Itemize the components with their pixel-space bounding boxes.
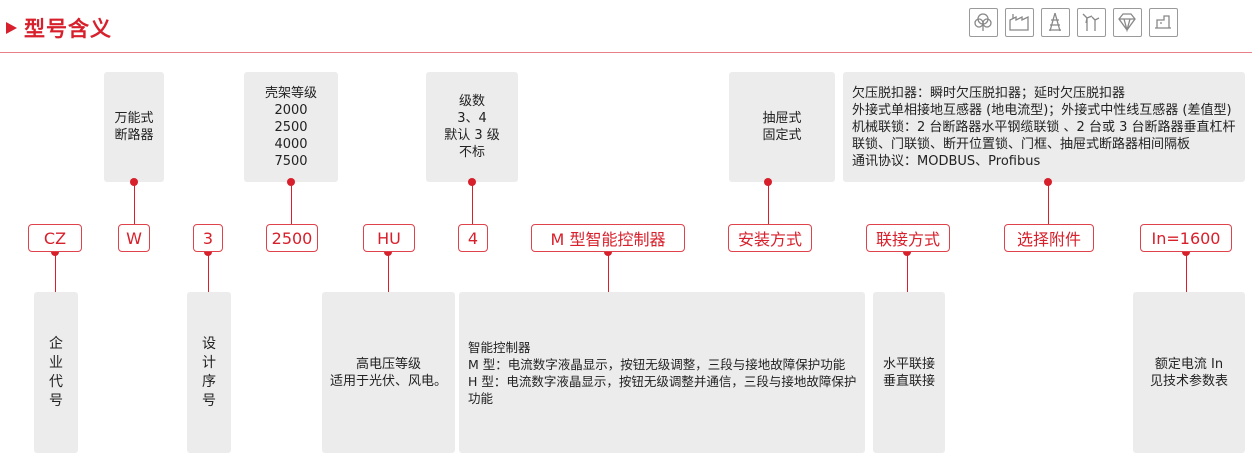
connector-dot	[604, 248, 612, 256]
connector-line	[907, 252, 908, 292]
note-line: 2000	[274, 102, 308, 118]
note-char: 企	[49, 335, 63, 352]
page-title: 型号含义	[24, 17, 112, 41]
note-char: 计	[202, 354, 216, 371]
code-connection: 联接方式	[866, 224, 950, 252]
code-type: W	[118, 224, 150, 252]
note-line: 4000	[274, 136, 308, 152]
header-arrow-icon	[6, 22, 17, 34]
connector-line	[608, 252, 609, 292]
factory-icon	[1005, 8, 1034, 37]
connector-line	[1048, 182, 1049, 224]
note-line: 适用于光伏、风电。	[329, 373, 447, 389]
connector-line	[55, 252, 56, 292]
code-design: 3	[193, 224, 223, 252]
code-frame: 2500	[266, 224, 318, 252]
note-line: 见技术参数表	[1149, 373, 1228, 389]
header-divider	[0, 52, 1252, 53]
note-line: M 型：电流数字液晶显示，按钮无级调整，三段与接地故障保护功能	[468, 356, 846, 372]
note-line: 欠压脱扣器：瞬时欠压脱扣器；延时欠压脱扣器	[852, 85, 1126, 101]
connector-dot	[204, 248, 212, 256]
note-line: 额定电流 In	[1154, 356, 1224, 372]
note-circuit-breaker-type: 万能式 断路器	[104, 72, 164, 182]
note-line: 3、4	[457, 111, 487, 126]
connector-line	[291, 182, 292, 224]
connector-line	[768, 182, 769, 224]
note-design-serial: 设 计 序 号	[187, 292, 231, 453]
wind-turbine-icon	[1077, 8, 1106, 37]
note-company-code: 企 业 代 号	[34, 292, 78, 453]
note-line: 不标	[458, 145, 485, 160]
connector-line	[134, 182, 135, 224]
code-company: CZ	[28, 224, 82, 252]
note-line: 壳架等级	[264, 85, 317, 101]
connector-line	[472, 182, 473, 224]
note-char: 业	[49, 354, 63, 371]
note-char: 序	[202, 373, 216, 390]
connector-dot	[468, 178, 476, 186]
note-char: 代	[49, 373, 63, 390]
note-char: 设	[202, 335, 216, 352]
code-install: 安装方式	[728, 224, 812, 252]
connector-dot	[903, 248, 911, 256]
note-line: 万能式	[114, 111, 154, 126]
note-line: 默认 3 级	[444, 128, 500, 143]
note-line: 通讯协议：MODBUS、Profibus	[852, 153, 1041, 169]
note-char: 号	[49, 392, 63, 409]
connector-dot	[130, 178, 138, 186]
connector-line	[208, 252, 209, 292]
note-line: 功能	[468, 390, 494, 406]
note-controller: 智能控制器 M 型：电流数字液晶显示，按钮无级调整，三段与接地故障保护功能 H …	[459, 292, 865, 453]
connector-dot	[764, 178, 772, 186]
note-line: 垂直联接	[882, 373, 935, 389]
tree-icon	[969, 8, 998, 37]
note-line: 外接式单相接地互感器 (地电流型)；外接式中性线互感器 (差值型)	[852, 102, 1232, 118]
note-accessories: 欠压脱扣器：瞬时欠压脱扣器；延时欠压脱扣器 外接式单相接地互感器 (地电流型)；…	[843, 72, 1245, 182]
note-line: H 型：电流数字液晶显示，按钮无级调整并通信，三段与接地故障保护	[468, 373, 857, 389]
note-line: 7500	[274, 153, 308, 169]
note-pole-count: 级数 3、4 默认 3 级 不标	[426, 72, 518, 182]
note-line: 固定式	[762, 128, 802, 143]
note-voltage-class: 高电压等级 适用于光伏、风电。	[322, 292, 455, 453]
note-line: 抽屉式	[762, 111, 802, 126]
note-line: 水平联接	[882, 356, 935, 372]
connector-line	[1186, 252, 1187, 292]
note-line: 2500	[274, 119, 308, 135]
note-install-method: 抽屉式 固定式	[729, 72, 835, 182]
note-connection: 水平联接 垂直联接	[873, 292, 945, 453]
note-line: 高电压等级	[355, 356, 421, 372]
code-poles: 4	[458, 224, 488, 252]
code-accessories: 选择附件	[1004, 224, 1094, 252]
note-frame-rating: 壳架等级 2000 2500 4000 7500	[244, 72, 338, 182]
note-rated-current: 额定电流 In 见技术参数表	[1133, 292, 1245, 453]
note-line: 联锁、门联锁、断开位置锁、门框、抽屉式断路器相间隔板	[852, 136, 1191, 152]
tower-icon	[1041, 8, 1070, 37]
code-voltage: HU	[363, 224, 415, 252]
code-current: In=1600	[1140, 224, 1232, 252]
connector-dot	[1182, 248, 1190, 256]
note-line: 断路器	[114, 128, 154, 143]
code-controller: M 型智能控制器	[531, 224, 685, 252]
railway-icon	[1149, 8, 1178, 37]
connector-dot	[384, 248, 392, 256]
connector-dot	[1044, 178, 1052, 186]
diamond-icon	[1113, 8, 1142, 37]
connector-dot	[51, 248, 59, 256]
note-line: 智能控制器	[468, 339, 531, 355]
note-line: 机械联锁：2 台断路器水平钢缆联锁 、2 台或 3 台断路器垂直杠杆	[852, 119, 1236, 135]
note-char: 号	[202, 392, 216, 409]
note-line: 级数	[458, 94, 485, 109]
connector-line	[388, 252, 389, 292]
connector-dot	[287, 178, 295, 186]
